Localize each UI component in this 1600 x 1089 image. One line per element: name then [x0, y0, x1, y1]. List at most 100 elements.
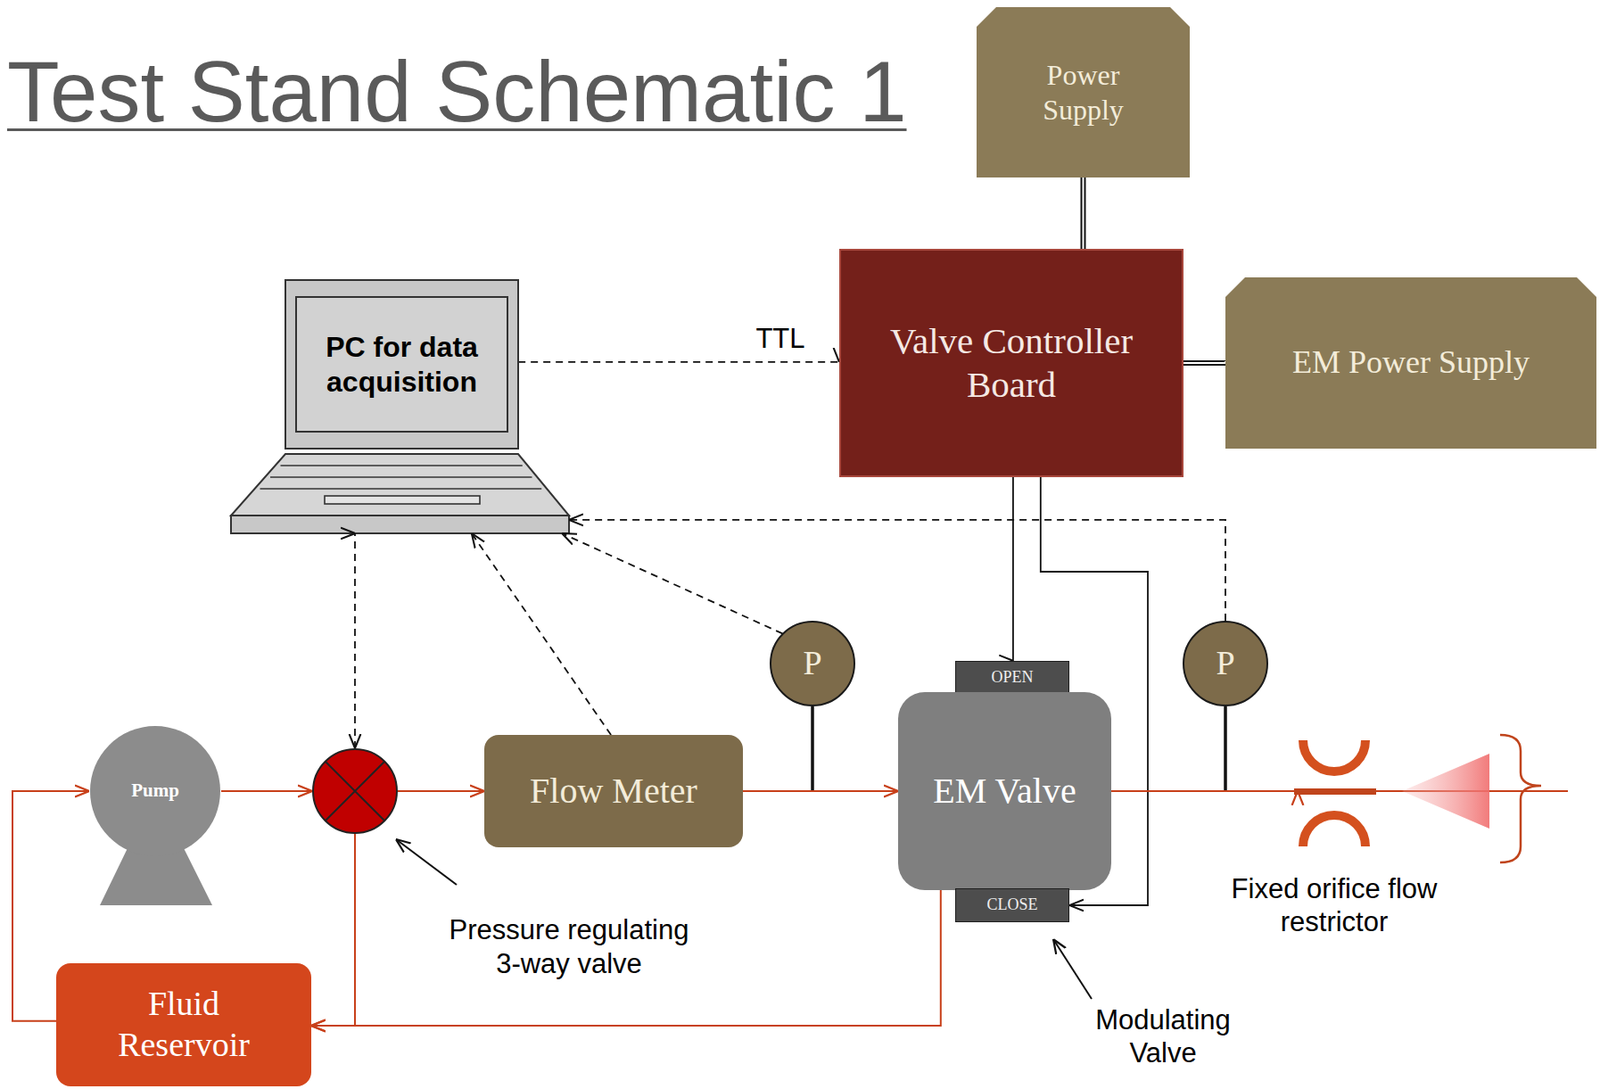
- signal-connector: [471, 533, 611, 735]
- node-text: PC for data acquisition: [296, 329, 508, 399]
- signal-line: [518, 361, 840, 363]
- signal-line: [354, 533, 356, 749]
- three-way-valve: Pressure regulating 3-way valve: [312, 748, 398, 834]
- pump-symbol: Pump: [89, 725, 222, 858]
- trackpad: [324, 495, 480, 504]
- callout-label: Modulating Valve: [1075, 1003, 1251, 1070]
- power-connector: [1081, 177, 1084, 249]
- laptop-display: [296, 296, 508, 432]
- pipe-line: [742, 790, 899, 792]
- signal-line: [471, 533, 611, 735]
- signal-connector: [561, 533, 783, 634]
- outlet-bracket: [1500, 734, 1542, 863]
- node-text: Flow Meter: [529, 769, 698, 813]
- pipe-connector: [742, 791, 899, 792]
- power-line-core: [1183, 361, 1226, 363]
- leader-line: [395, 839, 457, 885]
- signal-connector: [569, 519, 1226, 621]
- signal-connector: [518, 361, 840, 363]
- text-area: Fixed orifice flow restrictor: [1200, 865, 1469, 946]
- power-supply-box: Power Supply: [976, 7, 1190, 178]
- power-line: [1080, 177, 1087, 249]
- keyboard-row: [260, 487, 543, 490]
- pipe-line: [397, 790, 485, 792]
- orifice-restrictor: Fixed orifice flow restrictor: [1297, 734, 1371, 852]
- fluid-reservoir-box: Fluid Reservoir: [56, 963, 312, 1087]
- controller-board-box: Valve Controller Board: [839, 248, 1184, 478]
- keyboard-row: [280, 464, 523, 467]
- text-area: Flow Meter: [484, 734, 743, 848]
- pipe-connector: [397, 791, 485, 792]
- orifice-plate: [1294, 788, 1377, 795]
- power-connector: [1183, 361, 1226, 363]
- close-terminal: CLOSE: [955, 888, 1070, 923]
- node-text: P: [1215, 643, 1235, 685]
- text-area: OPEN: [956, 661, 1069, 694]
- power-line-core: [1081, 177, 1085, 249]
- pipe-line: [311, 833, 355, 1026]
- pipe-line: [1111, 790, 1298, 792]
- circle-outline: [90, 725, 221, 857]
- power-line: [1183, 361, 1226, 363]
- text-area: EM Power Supply: [1225, 277, 1597, 449]
- node-text: P: [802, 643, 822, 685]
- laptop-base: [230, 515, 570, 534]
- node-text: Valve Controller Board: [864, 319, 1159, 407]
- pc-laptop-outline: [230, 279, 570, 534]
- gauge-stem: [1223, 706, 1228, 792]
- text-area: P: [769, 620, 856, 707]
- signal-line: [569, 519, 1226, 621]
- wire-connector: [1012, 477, 1014, 661]
- open-terminal: OPEN: [955, 660, 1070, 695]
- node-text: Power Supply: [1021, 57, 1147, 127]
- text-area: EM Valve: [898, 692, 1112, 891]
- node-text: OPEN: [990, 668, 1033, 688]
- laptop-screen: [285, 280, 519, 449]
- em-valve-box: EM Valve: [898, 692, 1112, 891]
- pressure-gauge: P: [1182, 620, 1269, 707]
- pipe-connector: [1111, 790, 1298, 792]
- box-outline: [1225, 277, 1597, 449]
- text-area: Valve Controller Board: [841, 250, 1182, 476]
- three-way-valve-outline: [312, 748, 398, 834]
- valve-cross: [325, 761, 385, 821]
- node-text: EM Valve: [932, 769, 1076, 813]
- pipe-connector: [221, 791, 313, 792]
- text-area: Pump: [89, 725, 222, 858]
- spray-cone: [1402, 753, 1490, 829]
- pipe-line: [221, 790, 313, 792]
- gauge-stem: [810, 706, 815, 792]
- restrictor-jaw: [1303, 740, 1366, 772]
- node-text: Pressure regulating 3-way valve: [439, 913, 699, 980]
- restrictor-jaw: [1303, 815, 1366, 847]
- text-area: P: [1182, 620, 1269, 707]
- diagram-title: Test Stand Schematic 1: [7, 44, 908, 140]
- text-area: PC for data acquisition: [296, 296, 508, 432]
- wire-line: [1012, 477, 1015, 661]
- pressure-gauge: P: [769, 620, 856, 707]
- laptop-keyboard: [230, 453, 570, 516]
- valve-outline: [313, 749, 397, 833]
- pipe-connector: [311, 833, 355, 1026]
- signal-line: [561, 533, 783, 634]
- text-area: CLOSE: [956, 889, 1069, 922]
- pipe-line: [311, 890, 941, 1026]
- pc-laptop: PC for data acquisition: [230, 279, 570, 534]
- circle-outline: [1183, 621, 1268, 706]
- node-text: Fluid Reservoir: [103, 983, 264, 1065]
- flow-meter-box: Flow Meter: [484, 734, 743, 848]
- text-area: Fluid Reservoir: [56, 963, 312, 1087]
- leader-line: [1053, 939, 1092, 999]
- node-text: Fixed orifice flow restrictor: [1200, 872, 1469, 939]
- box-outline: [976, 7, 1190, 178]
- text-area: Power Supply: [976, 7, 1190, 178]
- node-text: EM Power Supply: [1292, 343, 1530, 382]
- node-text: CLOSE: [986, 895, 1038, 916]
- keyboard-rows: [260, 465, 543, 489]
- signal-connector: [354, 533, 356, 749]
- keyboard-row: [270, 476, 532, 479]
- circle-outline: [770, 621, 855, 706]
- orifice-restrictor-outline: [1297, 734, 1371, 852]
- text-area: Pressure regulating 3-way valve: [439, 890, 699, 1003]
